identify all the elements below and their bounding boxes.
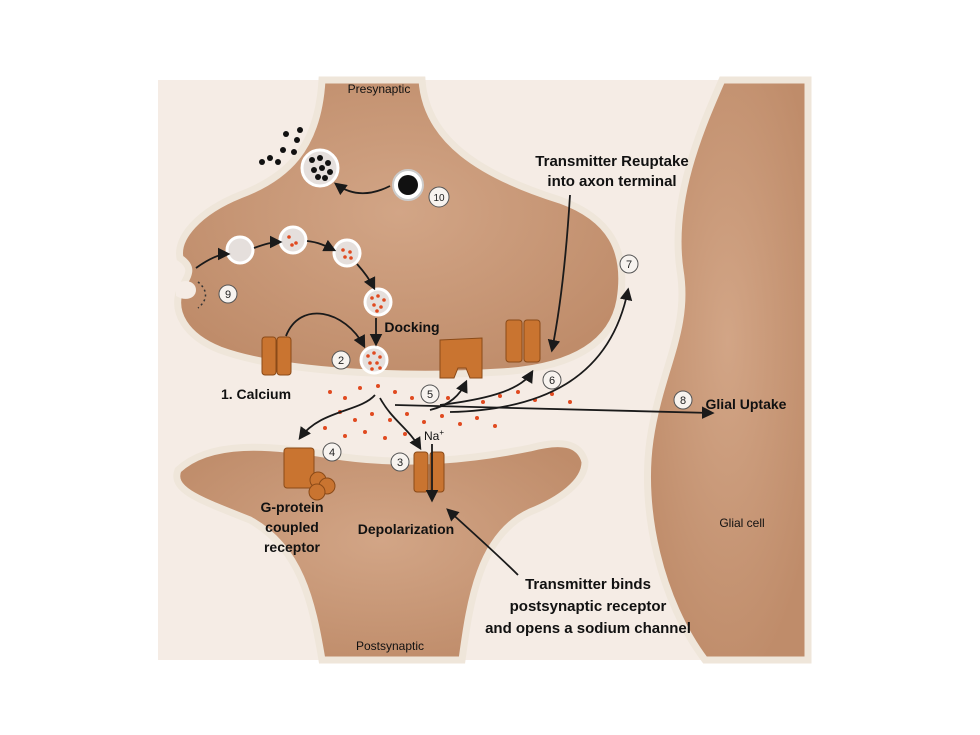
svg-text:2: 2 — [338, 355, 344, 367]
glial-cell-label: Glial cell — [719, 516, 764, 530]
presynaptic-terminal — [174, 76, 626, 378]
calcium-channel — [261, 336, 292, 376]
reuptake-transporter-6 — [505, 319, 541, 363]
g-protein-label-line3: receptor — [264, 539, 321, 555]
svg-text:3: 3 — [397, 457, 403, 469]
g-protein-label-line1: G-protein — [261, 499, 324, 515]
presynaptic-label: Presynaptic — [348, 82, 411, 96]
g-protein-receptor — [283, 447, 336, 501]
reuptake-label-line2: into axon terminal — [547, 173, 676, 190]
process-arrows — [195, 182, 715, 576]
glial-cell — [644, 76, 812, 664]
sodium-channel — [413, 451, 445, 493]
vesicle-cycle — [225, 148, 424, 375]
reuptake-label-line1: Transmitter Reuptake — [535, 153, 688, 170]
step-4-badge: 4 — [322, 442, 342, 462]
step-10-badge: 10 — [428, 186, 450, 208]
svg-text:5: 5 — [427, 389, 433, 401]
step-8-badge: 8 — [673, 390, 693, 410]
svg-text:9: 9 — [225, 289, 231, 301]
step-5-badge: 5 — [420, 384, 440, 404]
glial-uptake-label: Glial Uptake — [706, 396, 787, 412]
binds-label-line2: postsynaptic receptor — [510, 598, 667, 615]
svg-text:10: 10 — [433, 193, 445, 204]
vesicle-contents — [287, 235, 386, 371]
step-7-badge: 7 — [619, 254, 639, 274]
reuptaken-transmitter — [259, 127, 333, 181]
depolarization-label: Depolarization — [358, 521, 454, 537]
binds-label-line3: and opens a sodium channel — [485, 620, 691, 637]
postsynaptic-label: Postsynaptic — [356, 639, 424, 653]
postsynaptic-cell — [173, 440, 589, 664]
step-badges: 2 3 4 5 6 7 8 9 10 — [218, 186, 693, 472]
step-3-badge: 3 — [390, 452, 410, 472]
docking-label: Docking — [384, 319, 439, 335]
calcium-label: 1. Calcium — [221, 386, 291, 402]
g-protein-label-line2: coupled — [265, 519, 319, 535]
svg-text:4: 4 — [329, 447, 335, 459]
svg-text:8: 8 — [680, 395, 686, 407]
binds-label-line1: Transmitter binds — [525, 576, 651, 593]
step-2-badge: 2 — [331, 350, 351, 370]
svg-text:7: 7 — [626, 259, 632, 271]
step-9-badge: 9 — [218, 284, 238, 304]
step-6-badge: 6 — [542, 370, 562, 390]
sodium-label: Na+ — [424, 428, 444, 443]
svg-text:6: 6 — [549, 375, 555, 387]
reuptake-transporter-5 — [439, 337, 483, 379]
vesicle-recycling-pit — [176, 281, 196, 299]
